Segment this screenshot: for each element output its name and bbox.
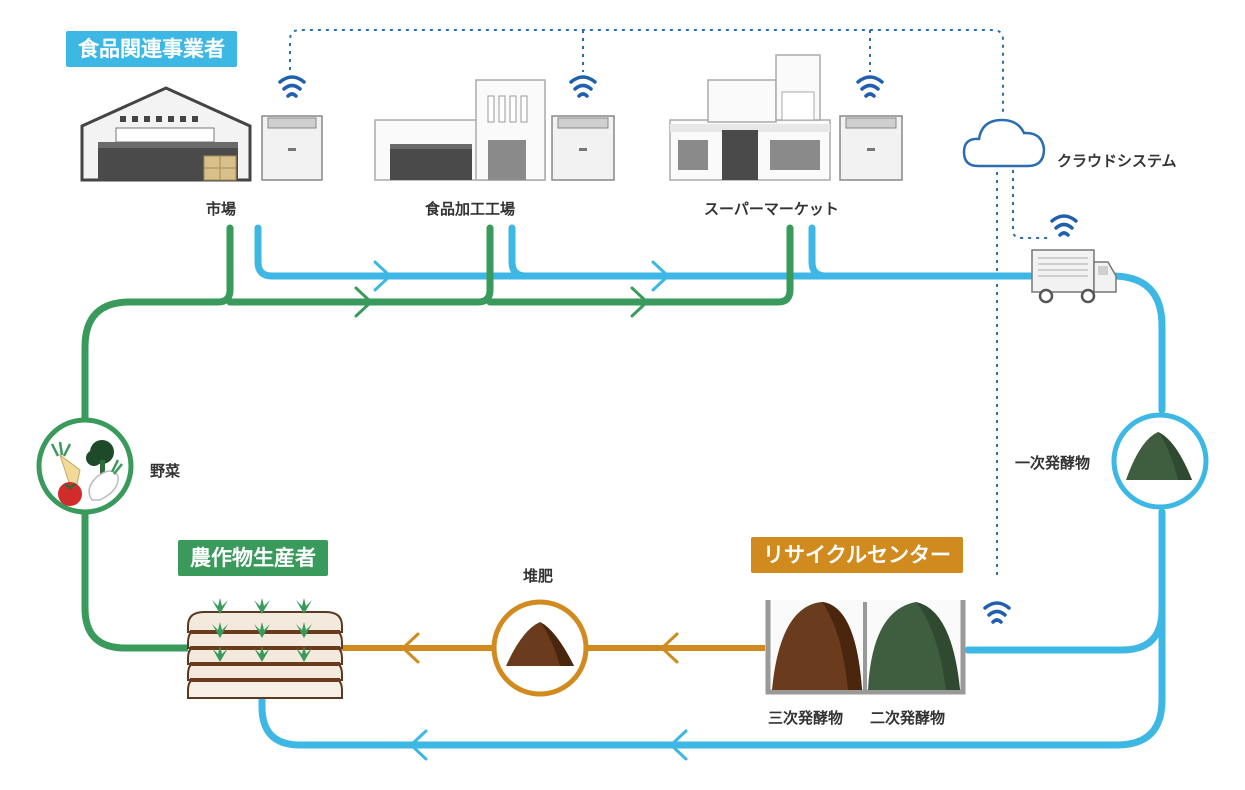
wifi-icon [278, 75, 306, 98]
garbage-processor-icon [551, 115, 615, 181]
supermarket-icon [669, 54, 831, 181]
wifi-icon [569, 75, 597, 98]
tertiary-ferment-label: 三次発酵物 [768, 709, 844, 727]
compost-mound-icon [772, 602, 862, 690]
crop-field-icon [187, 598, 343, 699]
garbage-processor-icon [839, 115, 903, 181]
garbage-processor-icon-bins [765, 600, 966, 695]
cloud-system-label: クラウドシステム [1057, 152, 1177, 170]
wifi-icon [856, 75, 884, 98]
warehouse-icon [80, 86, 252, 182]
compost-node [491, 599, 589, 697]
garbage-processor-icon [261, 115, 323, 181]
produce-flow-lines [81, 224, 794, 652]
wifi-icon [983, 601, 1011, 624]
vegetables-node [36, 417, 134, 515]
network-dotted-lines [289, 29, 1048, 580]
wifi-icon [1050, 214, 1078, 237]
cloud-icon [962, 118, 1046, 168]
collection-flow-lines [254, 224, 1166, 749]
truck-icon [1031, 249, 1117, 304]
compost-flow-arrows [400, 632, 679, 664]
compost-label: 堆肥 [523, 567, 554, 585]
secondary-ferment-label: 二次発酵物 [870, 709, 946, 727]
collection-flow-arrows [373, 260, 688, 761]
factory-icon [374, 79, 546, 181]
market-label: 市場 [206, 200, 237, 218]
compost-mound-icon [506, 622, 574, 666]
recycle-center-badge: リサイクルセンター [751, 537, 963, 573]
factory-label: 食品加工工場 [425, 200, 516, 218]
vegetables-icon [50, 440, 123, 506]
primary-ferment-node [1111, 412, 1209, 510]
primary-ferment-label: 一次発酵物 [1015, 454, 1091, 472]
vegetables-label: 野菜 [150, 462, 181, 480]
farm-producer-badge: 農作物生産者 [178, 540, 328, 576]
compost-mound-icon [1126, 432, 1192, 480]
produce-flow-arrows [354, 286, 650, 318]
supermarket-label: スーパーマーケット [704, 200, 839, 218]
compost-mound-icon [868, 602, 960, 690]
food-business-badge: 食品関連事業者 [66, 31, 237, 67]
